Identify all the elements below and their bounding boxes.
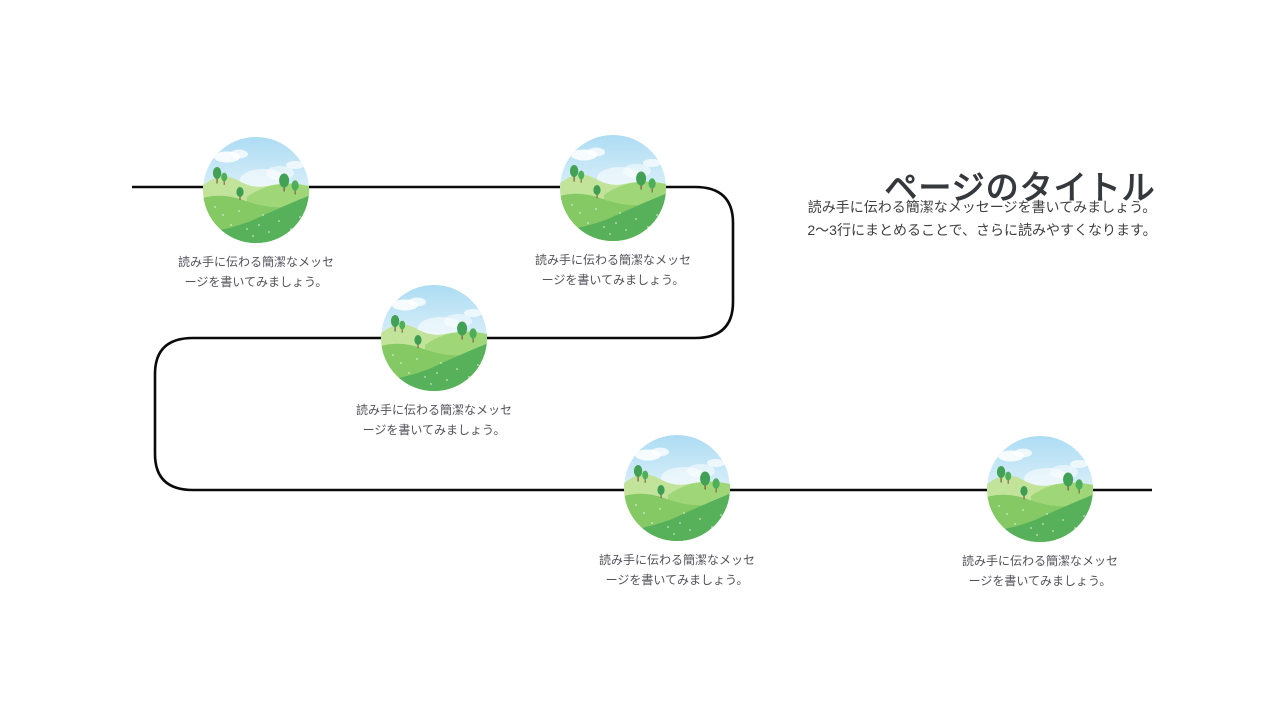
green-hills-landscape-icon: [203, 137, 309, 243]
green-hills-landscape-icon: [560, 135, 666, 241]
node-caption: 読み手に伝わる簡潔なメッセ ージを書いてみましょう。: [962, 551, 1118, 591]
node-caption-line: ージを書いてみましょう。: [605, 573, 749, 587]
node-caption: 読み手に伝わる簡潔なメッセ ージを書いてみましょう。: [535, 250, 691, 290]
timeline-node: 読み手に伝わる簡潔なメッセ ージを書いてみましょう。: [166, 137, 346, 292]
green-hills-landscape-icon: [624, 435, 730, 541]
page-description-line: 読み手に伝わる簡潔なメッセージを書いてみましょう。: [807, 199, 1157, 215]
node-caption: 読み手に伝わる簡潔なメッセ ージを書いてみましょう。: [356, 400, 512, 440]
node-caption: 読み手に伝わる簡潔なメッセ ージを書いてみましょう。: [178, 252, 334, 292]
green-hills-landscape-icon: [381, 285, 487, 391]
node-caption-line: ージを書いてみましょう。: [968, 574, 1112, 588]
timeline-node: 読み手に伝わる簡潔なメッセ ージを書いてみましょう。: [950, 436, 1130, 591]
node-caption-line: 読み手に伝わる簡潔なメッセ: [961, 554, 1118, 568]
green-hills-landscape-icon: [987, 436, 1093, 542]
node-caption-line: 読み手に伝わる簡潔なメッセ: [177, 255, 334, 269]
timeline-node: 読み手に伝わる簡潔なメッセ ージを書いてみましょう。: [344, 285, 524, 440]
node-caption: 読み手に伝わる簡潔なメッセ ージを書いてみましょう。: [599, 550, 755, 590]
node-caption-line: ージを書いてみましょう。: [184, 275, 328, 289]
node-caption-line: 読み手に伝わる簡潔なメッセ: [355, 403, 512, 417]
node-caption-line: 読み手に伝わる簡潔なメッセ: [534, 253, 691, 267]
node-caption-line: ージを書いてみましょう。: [541, 273, 685, 287]
timeline-node: 読み手に伝わる簡潔なメッセ ージを書いてみましょう。: [523, 135, 703, 290]
page-description: 読み手に伝わる簡潔なメッセージを書いてみましょう。 2〜3行にまとめることで、さ…: [797, 196, 1167, 242]
page-description-line: 2〜3行にまとめることで、さらに読みやすくなります。: [807, 222, 1157, 238]
node-caption-line: 読み手に伝わる簡潔なメッセ: [598, 553, 755, 567]
timeline-node: 読み手に伝わる簡潔なメッセ ージを書いてみましょう。: [587, 435, 767, 590]
node-caption-line: ージを書いてみましょう。: [362, 423, 506, 437]
page-title: ページのタイトル: [884, 169, 1156, 207]
